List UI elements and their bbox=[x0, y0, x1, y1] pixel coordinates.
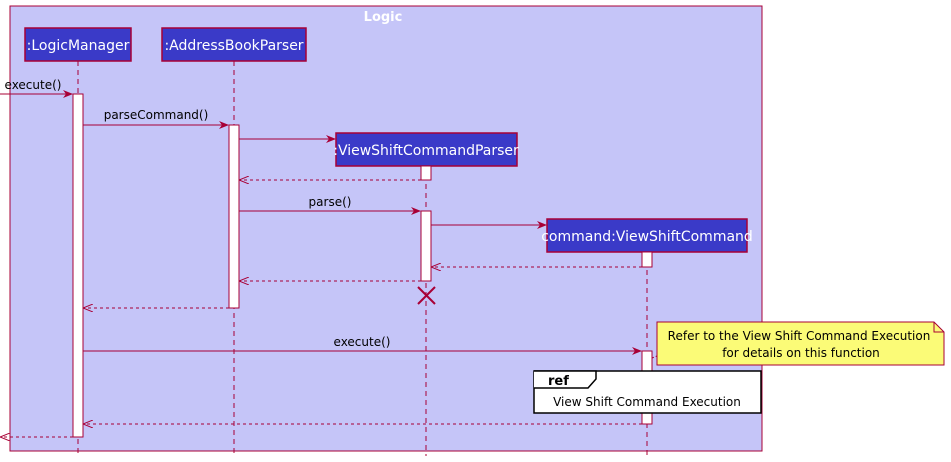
message-parse-command-label: parseCommand() bbox=[104, 108, 209, 122]
ref-text: View Shift Command Execution bbox=[553, 395, 741, 409]
message-execute-command-label: execute() bbox=[334, 335, 391, 349]
activation-address-book-parser bbox=[228, 124, 240, 309]
activation-view-shift-command-parser-1 bbox=[420, 165, 432, 181]
destroy-parser-icon bbox=[417, 286, 436, 305]
activation-view-shift-command-parser-2 bbox=[420, 210, 432, 282]
participant-logic-manager-label: :LogicManager bbox=[27, 38, 130, 54]
participant-view-shift-command-parser-label: :ViewShiftCommandParser bbox=[333, 143, 519, 159]
note-line-2: for details on this function bbox=[722, 346, 880, 360]
participant-address-book-parser: :AddressBookParser bbox=[161, 27, 307, 62]
note-line-1: Refer to the View Shift Command Executio… bbox=[668, 329, 931, 343]
participant-view-shift-command-label: command:ViewShiftCommand bbox=[541, 229, 753, 245]
participant-address-book-parser-label: :AddressBookParser bbox=[164, 38, 303, 54]
participant-view-shift-command: command:ViewShiftCommand bbox=[541, 218, 753, 253]
participant-logic-manager: :LogicManager bbox=[24, 27, 132, 62]
message-execute-incoming-label: execute() bbox=[5, 78, 62, 92]
ref-box: ref View Shift Command Execution bbox=[533, 370, 762, 414]
activation-view-shift-command-1 bbox=[641, 251, 653, 268]
activation-logic-manager bbox=[72, 93, 84, 438]
participant-view-shift-command-parser: :ViewShiftCommandParser bbox=[333, 132, 519, 167]
frame-title: Logic bbox=[364, 10, 403, 25]
ref-keyword: ref bbox=[548, 374, 569, 389]
message-parse-label: parse() bbox=[309, 195, 352, 209]
note: Refer to the View Shift Command Executio… bbox=[651, 321, 945, 366]
